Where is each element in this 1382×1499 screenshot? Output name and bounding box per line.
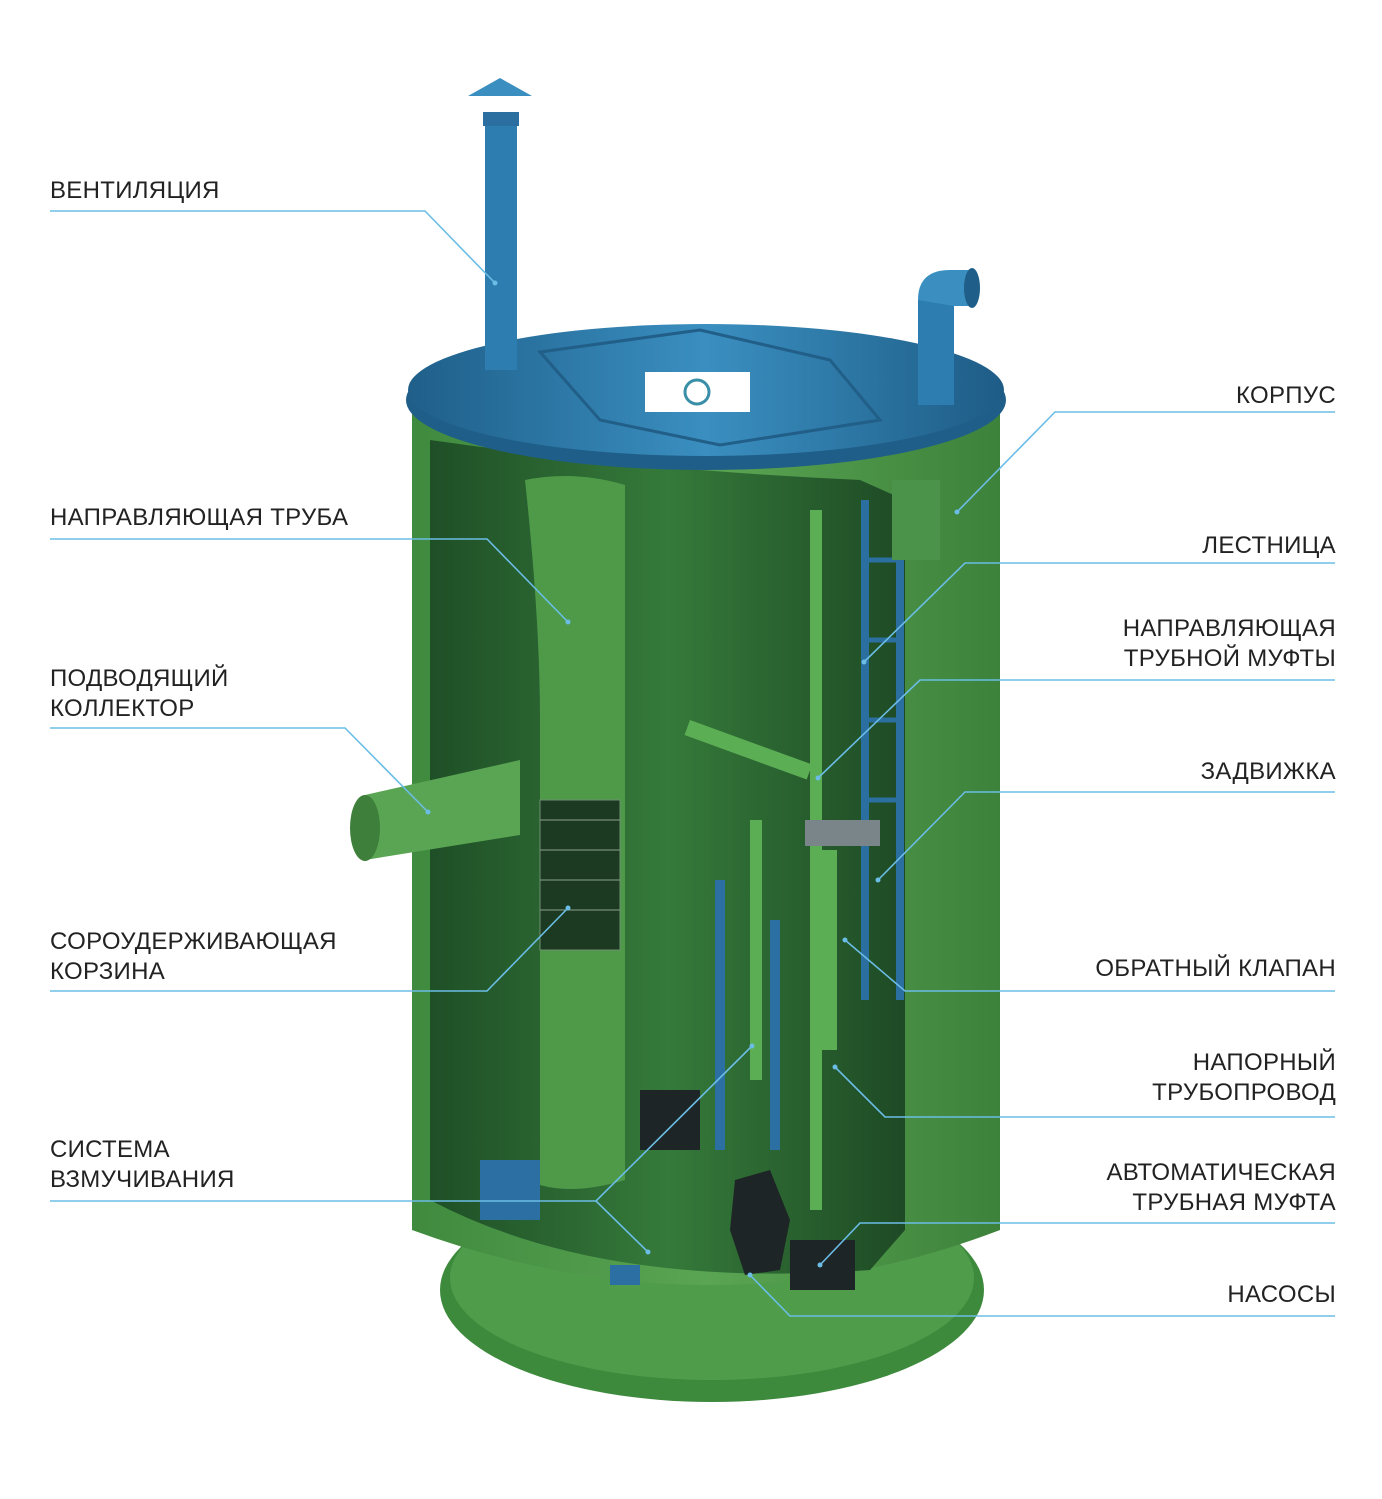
- leader-auto-coupling: [819, 1222, 1335, 1266]
- leader-pressure-pipe: [834, 1066, 1335, 1118]
- label-inlet-collector: ПОДВОДЯЩИЙ КОЛЛЕКТОР: [50, 664, 229, 724]
- outlet-elbow: [918, 268, 980, 405]
- lid-hatches: [537, 328, 883, 447]
- leader-basket: [50, 907, 569, 992]
- label-line: ЛЕСТНИЦА: [1202, 532, 1336, 559]
- label-line: НАПРАВЛЯЮЩАЯ ТРУБА: [50, 504, 349, 531]
- label-line: НАПРАВЛЯЮЩАЯ: [1122, 615, 1336, 642]
- label-line: КОРПУС: [1235, 382, 1336, 409]
- debris-basket: [539, 799, 621, 951]
- leader-check-valve: [844, 939, 1335, 992]
- label-line: ОБРАТНЫЙ КЛАПАН: [1095, 955, 1336, 982]
- logo-plate: [645, 372, 750, 412]
- label-line: ЗАДВИЖКА: [1200, 758, 1336, 785]
- leader-guide-pipe: [50, 538, 569, 623]
- label-body: КОРПУС: [1236, 381, 1336, 411]
- label-pressure-pipe: НАПОРНЫЙ ТРУБОПРОВОД: [1152, 1048, 1336, 1108]
- label-line: СИСТЕМА: [50, 1136, 170, 1163]
- label-guide-pipe: НАПРАВЛЯЮЩАЯ ТРУБА: [50, 503, 348, 533]
- label-line: НАСОСЫ: [1227, 1281, 1336, 1308]
- label-gate-valve: ЗАДВИЖКА: [1201, 757, 1336, 787]
- label-line: НАПОРНЫЙ: [1192, 1049, 1336, 1076]
- leader-dots: [425, 280, 960, 1278]
- leader-ladder: [863, 562, 1335, 663]
- label-line: ТРУБНОЙ МУФТЫ: [1123, 645, 1336, 672]
- leader-body: [956, 411, 1335, 513]
- leader-inlet: [50, 727, 429, 813]
- leader-coupling-guide: [817, 679, 1335, 779]
- label-check-valve: ОБРАТНЫЙ КЛАПАН: [1095, 954, 1336, 984]
- label-line: ПОДВОДЯЩИЙ: [50, 665, 229, 692]
- label-pumps: НАСОСЫ: [1227, 1280, 1336, 1310]
- corner-bracket: [892, 480, 940, 560]
- label-auto-coupling: АВТОМАТИЧЕСКАЯ ТРУБНАЯ МУФТА: [1106, 1158, 1336, 1218]
- label-line: КОРЗИНА: [50, 958, 166, 985]
- label-ventilation: ВЕНТИЛЯЦИЯ: [50, 176, 220, 206]
- pressure-pipes: [684, 510, 880, 1210]
- label-agitation-system: СИСТЕМА ВЗМУЧИВАНИЯ: [50, 1135, 235, 1195]
- label-line: ТРУБОПРОВОД: [1152, 1079, 1336, 1106]
- leader-ventilation: [50, 210, 496, 284]
- leader-pumps: [749, 1274, 1335, 1317]
- guide-rails: [480, 880, 780, 1285]
- label-line: КОЛЛЕКТОР: [50, 695, 195, 722]
- label-line: ВЗМУЧИВАНИЯ: [50, 1166, 235, 1193]
- leader-lines: [50, 210, 1335, 1317]
- leader-valve: [877, 791, 1335, 881]
- label-line: ТРУБНАЯ МУФТА: [1132, 1189, 1336, 1216]
- label-ladder: ЛЕСТНИЦА: [1202, 531, 1336, 561]
- label-line: ВЕНТИЛЯЦИЯ: [50, 177, 220, 204]
- label-line: СОРОУДЕРЖИВАЮЩАЯ: [50, 928, 337, 955]
- label-coupling-guide: НАПРАВЛЯЮЩАЯ ТРУБНОЙ МУФТЫ: [1123, 614, 1336, 674]
- inlet-pipe: [350, 760, 520, 861]
- vent-pipe: [468, 78, 532, 370]
- label-line: АВТОМАТИЧЕСКАЯ: [1106, 1159, 1336, 1186]
- label-debris-basket: СОРОУДЕРЖИВАЮЩАЯ КОРЗИНА: [50, 927, 337, 987]
